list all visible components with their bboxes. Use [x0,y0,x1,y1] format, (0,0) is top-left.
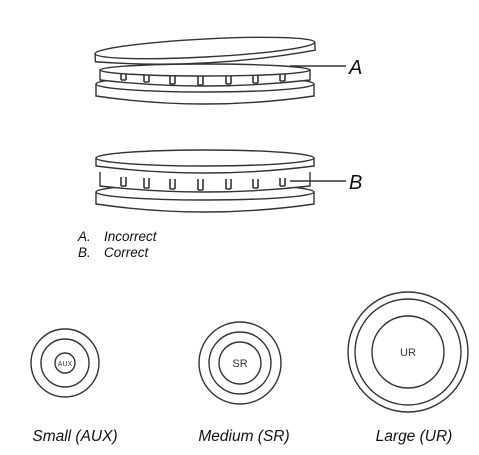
burner-medium-top-view [198,321,282,405]
burner-medium-cap-label: SR [232,358,247,370]
callout-b-letter: B [349,172,362,194]
legend-item-b-text: Correct [104,245,149,260]
legend-item-b-letter: B. [78,245,91,260]
legend-item-a: A. Incorrect [78,229,157,245]
legend: A. Incorrect B. Correct [78,229,157,261]
burner-large-top-view [347,291,469,413]
legend-item-a-letter: A. [78,229,91,244]
burner-b-cap [95,149,315,174]
burner-b-ports [120,177,286,191]
burner-b-illustration [95,149,315,213]
burner-large-cap-label: UR [400,347,416,359]
burner-a-cap [94,36,316,65]
legend-item-a-text: Incorrect [104,229,157,244]
burner-small-caption: Small (AUX) [32,428,118,445]
callout-a-letter: A [348,57,362,79]
burner-small-top-view [30,328,100,398]
burner-medium-caption: Medium (SR) [198,428,290,445]
burner-large-caption: Large (UR) [375,428,453,445]
legend-item-b: B. Correct [78,245,157,261]
burner-small-cap-label: AUX [58,361,73,368]
burner-a-illustration [94,36,316,105]
